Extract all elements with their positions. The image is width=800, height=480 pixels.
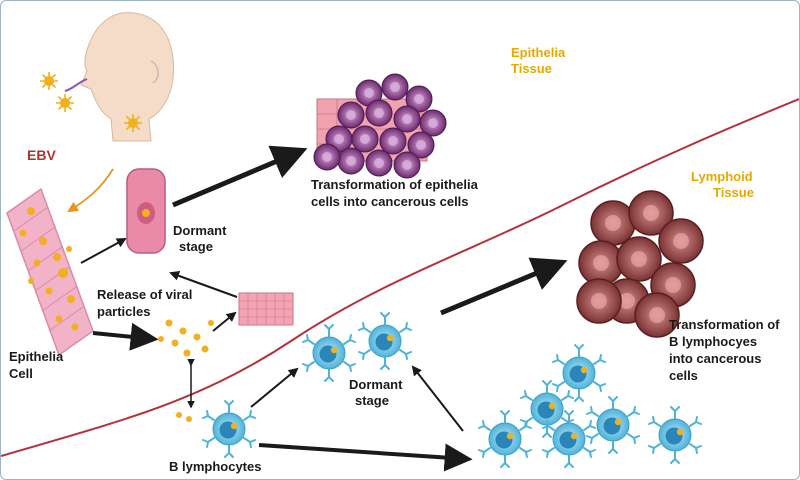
transformation-b-label: into cancerous [669, 351, 762, 366]
dormant-stage-label: Dormant [349, 377, 403, 392]
epithelial-tissue-icon [6, 187, 94, 357]
virus-icon [39, 71, 59, 91]
b-lymphocyte-icon [552, 344, 606, 402]
release-viral-label: Release of viral [97, 287, 193, 302]
dormant-stage-label: Dormant [173, 223, 227, 238]
transformation-b-label: cells [669, 368, 698, 383]
transformation-b-label: Transformation of [669, 317, 780, 332]
virus-icon [55, 93, 75, 113]
release-viral-label: particles [97, 304, 151, 319]
b-lymphocytes-label: B lymphocytes [169, 459, 262, 474]
epithelial-patch-icon [238, 292, 294, 326]
b-cell-cancer-cluster-icon [576, 190, 704, 338]
transformation-b-label: B lymphocyes [669, 334, 758, 349]
lymphoid-tissue-label: Lymphoid [691, 169, 753, 184]
dormant-stage-label: stage [179, 239, 213, 254]
cancer-cluster-icon [313, 73, 447, 179]
ebv-label: EBV [27, 147, 56, 163]
b-lymphocyte-icon [302, 324, 356, 382]
dormant-stage-label: stage [355, 393, 389, 408]
entry-arrow [67, 168, 114, 213]
epithelia-cell-label: Cell [9, 366, 33, 381]
arrow-icon [80, 145, 568, 472]
transformation-epithelia-label: Transformation of epithelia [311, 177, 478, 192]
viral-particles [158, 319, 214, 422]
tissue-boundary-line [1, 98, 799, 457]
epithelia-cell-label: Epithelia [9, 349, 64, 364]
epithelia-tissue-label: Tissue [511, 61, 552, 76]
human-head-icon [80, 12, 175, 142]
dormant-cell-icon [126, 168, 166, 254]
virus-icon [123, 113, 143, 133]
b-lymphocyte-icon [202, 400, 256, 458]
b-lymphocyte-icon [586, 396, 640, 454]
breath-stream [64, 78, 88, 92]
epithelia-tissue-label: Epithelia [511, 45, 566, 60]
b-lymphocyte-icon [478, 410, 532, 468]
lymphoid-tissue-label: Tissue [713, 185, 754, 200]
b-lymphocyte-icon [648, 406, 702, 464]
transformation-epithelia-label: cells into cancerous cells [311, 194, 469, 209]
b-lymphocyte-icon [358, 312, 412, 370]
